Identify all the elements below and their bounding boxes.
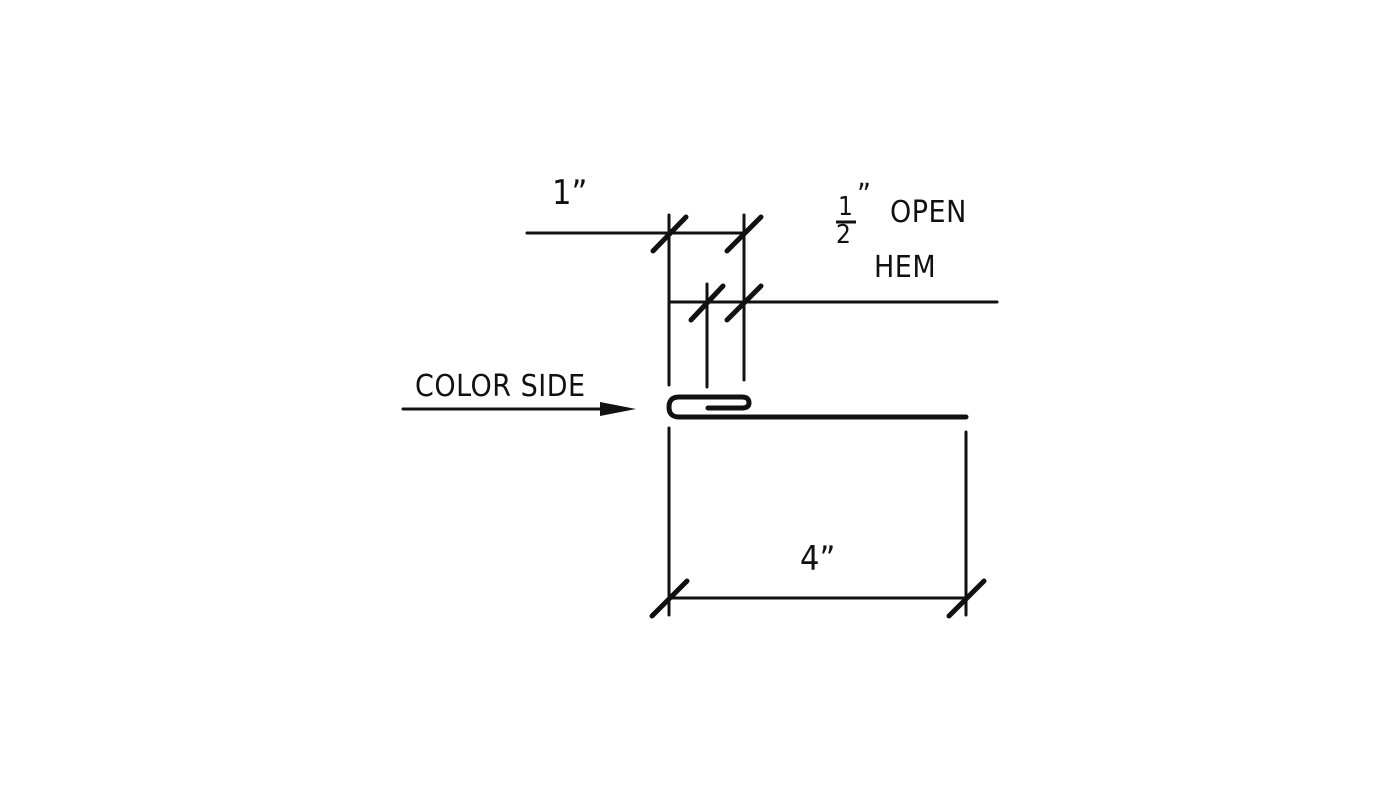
tick-mark xyxy=(724,214,764,254)
dimension-label-1-inch: 1” xyxy=(552,173,587,213)
dimension-1-inch xyxy=(525,213,764,387)
tick-mark xyxy=(724,283,764,323)
fraction-numerator: 1 xyxy=(838,192,853,222)
dimension-label-4-inch: 4” xyxy=(800,539,835,579)
hem-word-hem: HEM xyxy=(874,250,936,285)
tick-mark xyxy=(946,578,987,619)
dimension-4-inch xyxy=(649,426,987,619)
color-side-arrow xyxy=(401,402,636,416)
arrow-head-icon xyxy=(600,402,636,416)
hem-profile xyxy=(666,394,969,420)
color-side-label: COLOR SIDE xyxy=(415,369,586,404)
tick-mark xyxy=(650,214,689,254)
fraction-denominator: 2 xyxy=(836,220,851,250)
tick-mark xyxy=(688,283,726,323)
hem-word-open: OPEN xyxy=(890,195,967,230)
tick-mark xyxy=(649,578,690,619)
hemmed-edge xyxy=(666,394,969,420)
hem-label: 1 2 ” OPEN HEM xyxy=(836,178,967,285)
dimension-half-inch-hem xyxy=(667,282,999,389)
inch-mark: ” xyxy=(857,178,871,213)
